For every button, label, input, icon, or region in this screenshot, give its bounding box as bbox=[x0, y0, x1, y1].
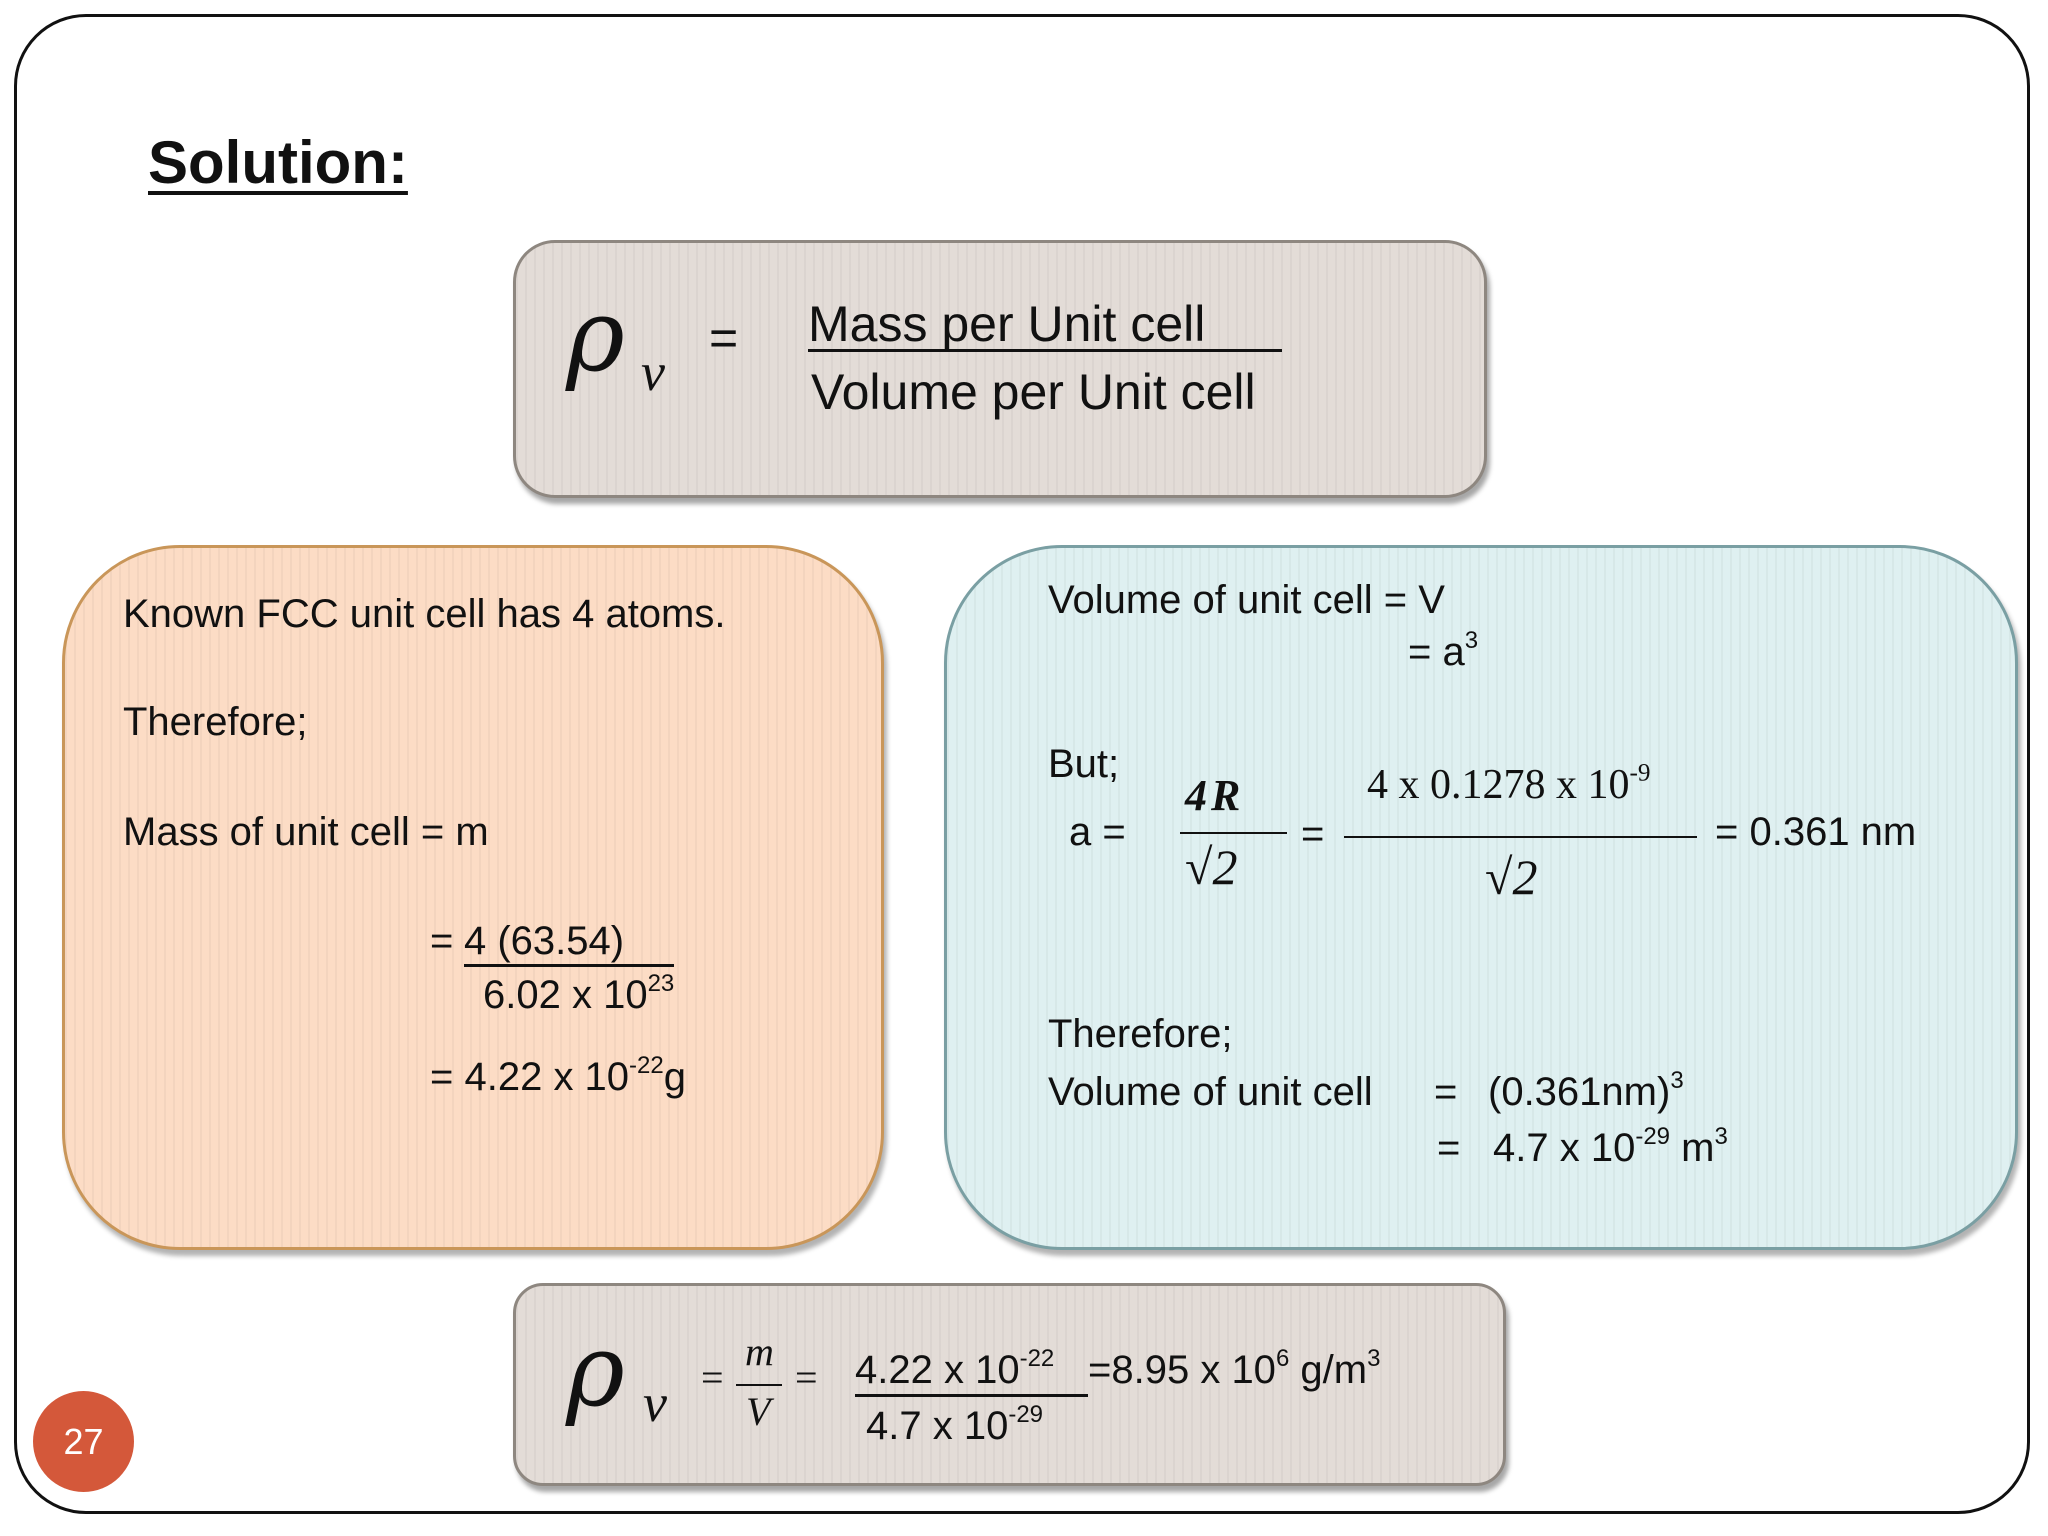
sqrt2-denominator-2: √2 bbox=[1485, 849, 1538, 905]
rho-subscript-bottom: v bbox=[643, 1373, 667, 1433]
density-numerator-value: 4.22 x 10-22 bbox=[855, 1345, 1055, 1392]
volume-eq-1: = bbox=[1434, 1070, 1458, 1114]
mass-eq-prefix: = bbox=[430, 919, 454, 963]
four-r-numerator: 4R bbox=[1185, 771, 1245, 820]
rho-subscript: v bbox=[641, 342, 665, 402]
a-equals-label: a = bbox=[1069, 810, 1126, 854]
density-numerator: Mass per Unit cell bbox=[808, 296, 1206, 352]
mass-numerator: 4 (63.54) bbox=[464, 919, 625, 963]
equals-sign-a: = bbox=[1301, 812, 1325, 856]
radius-numerator: 4 x 0.1278 x 10-9 bbox=[1367, 759, 1651, 808]
mass-fraction-line bbox=[464, 964, 674, 967]
equals-sign-1: = bbox=[701, 1355, 724, 1400]
formula-box-top: ρ v = Mass per Unit cell Volume per Unit… bbox=[513, 240, 1487, 498]
volume-label-2: Volume of unit cell bbox=[1048, 1070, 1373, 1114]
formula-box-bottom: ρ v = m V = 4.22 x 10-22 =8.95 x 106 g/m… bbox=[513, 1283, 1506, 1486]
m-numerator: m bbox=[745, 1329, 774, 1374]
volume-label: Volume of unit cell = V bbox=[1048, 578, 1445, 622]
mass-box: Known FCC unit cell has 4 atoms. Therefo… bbox=[62, 545, 884, 1250]
therefore-text-right: Therefore; bbox=[1048, 1012, 1233, 1056]
mass-result: = 4.22 x 10-22g bbox=[430, 1052, 686, 1099]
slide-title: Solution: bbox=[148, 129, 408, 196]
page-number-badge: 27 bbox=[33, 1391, 134, 1492]
but-text: But; bbox=[1048, 742, 1120, 786]
v-denominator: V bbox=[746, 1389, 771, 1434]
volume-box: Volume of unit cell = V = a3 But; a = 4R… bbox=[944, 545, 2018, 1250]
fcc-atoms-text: Known FCC unit cell has 4 atoms. bbox=[123, 592, 726, 636]
density-denominator: Volume per Unit cell bbox=[811, 364, 1256, 420]
lattice-result: = 0.361 nm bbox=[1715, 810, 1917, 854]
fraction-line-2 bbox=[1344, 836, 1697, 838]
equals-sign-2: = bbox=[795, 1355, 818, 1400]
fraction-line bbox=[808, 349, 1282, 352]
mass-label: Mass of unit cell = m bbox=[123, 810, 489, 854]
therefore-text: Therefore; bbox=[123, 700, 308, 744]
m-over-v-line bbox=[736, 1384, 782, 1386]
density-fraction-line bbox=[855, 1394, 1088, 1397]
equals-sign: = bbox=[709, 310, 739, 366]
volume-value-2: 4.7 x 10-29 m3 bbox=[1493, 1123, 1728, 1170]
rho-symbol-bottom: ρ bbox=[566, 1312, 625, 1429]
density-denominator-value: 4.7 x 10-29 bbox=[866, 1401, 1044, 1448]
fraction-line-1 bbox=[1180, 832, 1287, 834]
density-result: =8.95 x 106 g/m3 bbox=[1088, 1345, 1381, 1392]
volume-eq-2: = bbox=[1437, 1126, 1461, 1170]
volume-a-cubed: = a3 bbox=[1408, 627, 1479, 674]
mass-denominator: 6.02 x 1023 bbox=[483, 970, 675, 1017]
volume-value-1: (0.361nm)3 bbox=[1488, 1067, 1684, 1114]
sqrt2-denominator-1: √2 bbox=[1185, 839, 1238, 895]
rho-symbol: ρ bbox=[566, 277, 625, 394]
